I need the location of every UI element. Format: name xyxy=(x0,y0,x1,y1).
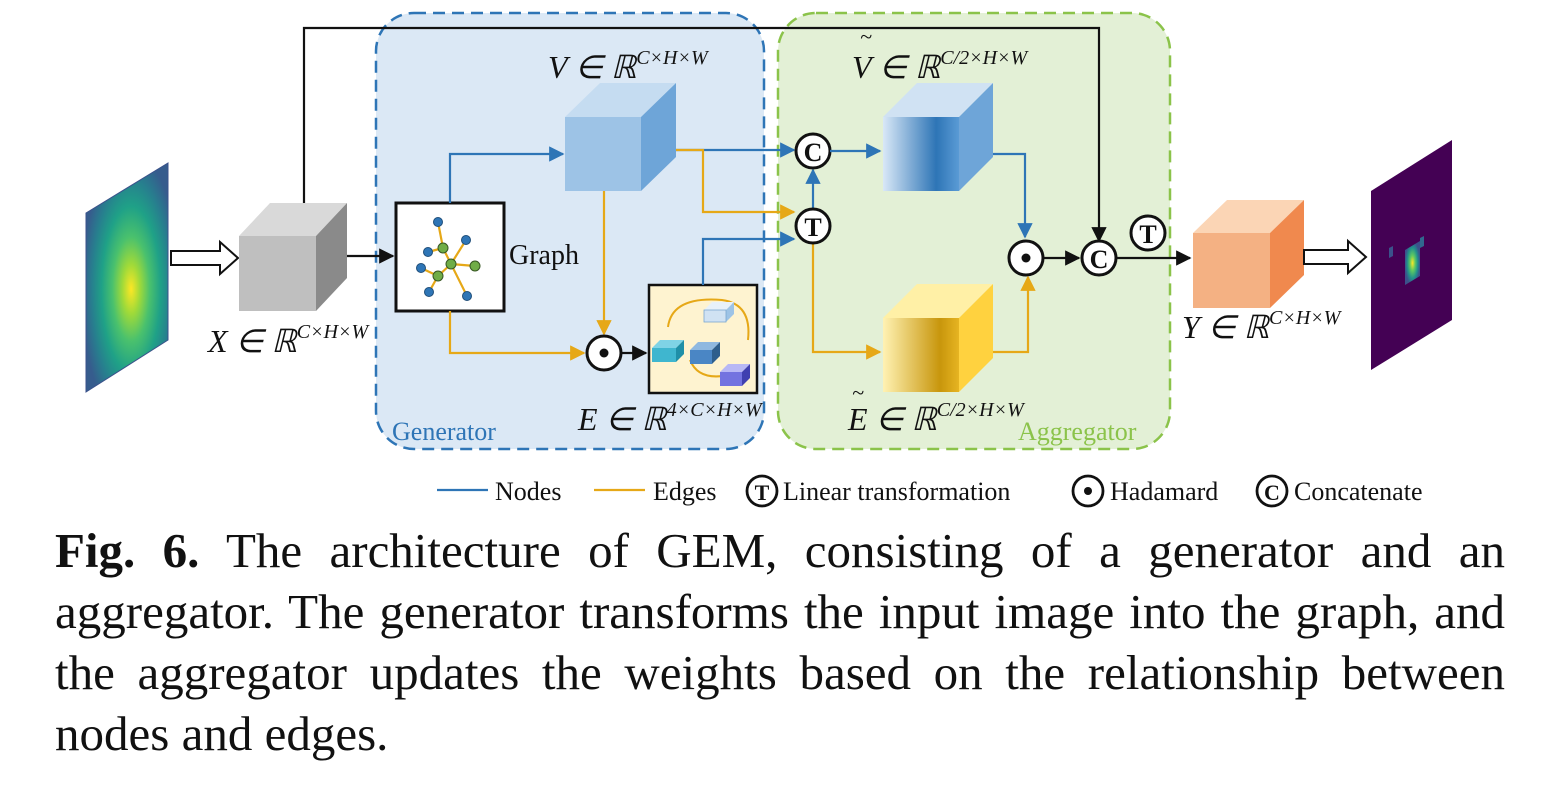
figure-caption: Fig. 6. The architecture of GEM, consist… xyxy=(55,520,1505,764)
e-box xyxy=(647,283,759,395)
v-cube xyxy=(565,83,676,191)
x-label: X ∈ ℝC×H×W xyxy=(206,321,371,359)
svg-text:T: T xyxy=(1139,220,1156,249)
vtilde-to-hadamard-arrow xyxy=(993,152,1033,239)
graph-icon-box xyxy=(394,201,506,313)
v-tilde-mark: ~ xyxy=(860,24,872,49)
e-tilde-mark: ~ xyxy=(852,380,864,405)
graph-to-hadamard-arrow xyxy=(448,311,586,361)
v-tilde-label: V ∈ ℝC/2×H×W xyxy=(852,47,1030,85)
svg-text:T: T xyxy=(755,480,770,505)
generator-label: Generator xyxy=(392,417,496,446)
e-tilde-label: E ∈ ℝC/2×H×W xyxy=(847,399,1026,437)
skip-connection-line xyxy=(302,26,1107,243)
etilde-to-hadamard-arrow xyxy=(993,275,1036,354)
graph-label: Graph xyxy=(509,240,579,271)
legend-edges-label: Edges xyxy=(653,477,717,506)
legend-hadamard-label: Hadamard xyxy=(1110,477,1218,506)
legend-concatenate-label: Concatenate xyxy=(1294,477,1423,506)
legend-linear-icon: T xyxy=(745,474,779,508)
y-label: Y ∈ ℝC×H×W xyxy=(1182,307,1343,345)
generator-hadamard-op xyxy=(585,334,623,372)
x-cube xyxy=(239,203,347,311)
svg-text:C: C xyxy=(804,138,823,167)
output-hollow-arrow xyxy=(1303,238,1368,276)
input-heatmap xyxy=(85,162,169,393)
svg-text:T: T xyxy=(804,213,821,242)
e-to-linear-arrow xyxy=(701,231,796,285)
output-linear-op: T xyxy=(1129,214,1167,252)
aggregator-linear-op: T xyxy=(794,207,832,245)
e-label: E ∈ ℝ4×C×H×W xyxy=(577,399,764,437)
e-tilde-cube xyxy=(883,284,993,392)
v-label: V ∈ ℝC×H×W xyxy=(548,47,710,85)
graph-to-v-arrow xyxy=(448,146,565,203)
linear-to-etilde-arrow xyxy=(811,244,882,360)
svg-text:C: C xyxy=(1090,245,1109,274)
svg-text:C: C xyxy=(1264,480,1280,505)
v-to-linear-arrow xyxy=(676,148,796,220)
aggregator-region xyxy=(776,11,1172,451)
legend-hadamard-icon xyxy=(1071,474,1105,508)
y-cube xyxy=(1193,200,1304,308)
output-heatmap xyxy=(1371,140,1452,370)
gem-architecture-diagram: Generator Aggregator xyxy=(85,11,1452,508)
legend: Nodes Edges T Linear transformation Hada… xyxy=(437,474,1423,508)
caption-text: The architecture of GEM, consisting of a… xyxy=(55,523,1506,761)
legend-linear-label: Linear transformation xyxy=(783,477,1010,506)
caption-prefix: Fig. 6. xyxy=(55,523,200,578)
aggregator-label: Aggregator xyxy=(1018,417,1137,446)
legend-concatenate-icon: C xyxy=(1255,474,1289,508)
aggregator-hadamard-op xyxy=(1007,239,1045,277)
legend-nodes-label: Nodes xyxy=(495,477,561,506)
final-concat-op: C xyxy=(1080,239,1118,277)
aggregator-concat-op: C xyxy=(794,132,832,170)
v-tilde-cube xyxy=(883,83,993,191)
input-hollow-arrow xyxy=(170,239,240,277)
